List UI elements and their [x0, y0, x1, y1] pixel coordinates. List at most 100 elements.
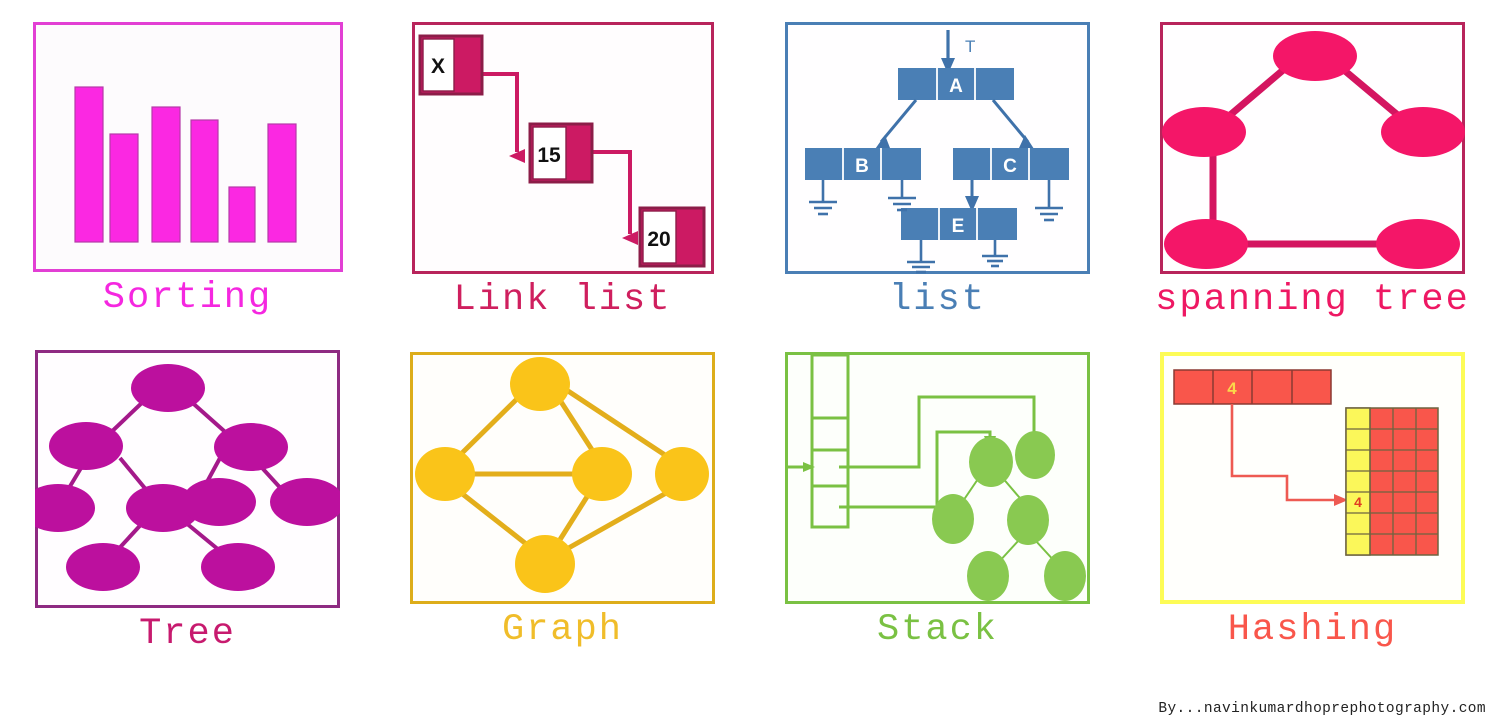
list-node-c: C [953, 148, 1069, 180]
spanning-tree-vertices [1162, 31, 1465, 269]
tree-node-l [49, 422, 123, 470]
edge-top-center [553, 392, 599, 458]
hash-input-array: 4 [1173, 369, 1332, 405]
graph-figure [410, 352, 715, 604]
vertex-left [1162, 107, 1246, 157]
list-node-a: A [898, 68, 1014, 100]
tree-node-r [214, 423, 288, 471]
edge-a-c-arrowhead [1019, 135, 1036, 152]
caption-spanning-tree: spanning tree [1155, 279, 1470, 321]
stack-tree-aux [1015, 431, 1055, 479]
tree-node-root [131, 364, 205, 412]
hash-map-connector [1230, 404, 1337, 502]
bar-6 [266, 123, 297, 243]
edge-a-b [879, 99, 918, 143]
hash-input-key: 4 [1227, 379, 1237, 398]
sorting-chart [32, 22, 343, 272]
link-edge-1 [480, 72, 519, 152]
sorting-figure [32, 22, 343, 272]
link-list-diagram: X 15 20 [411, 22, 714, 274]
link-edge-2 [591, 150, 632, 234]
panel-spanning-tree: spanning tree [1125, 0, 1500, 340]
edge-a-b-arrowhead [873, 135, 890, 152]
bar-1 [73, 86, 104, 243]
list-node-3: 20 [638, 206, 705, 268]
caption-hashing: Hashing [1227, 609, 1398, 651]
hash-bucket-value: 4 [1354, 494, 1362, 510]
edge-bottom-right [563, 489, 670, 553]
tree-node-ll [35, 484, 95, 532]
stack-tree-rl [967, 551, 1009, 601]
bar-5 [227, 186, 256, 243]
stack-link-lower [839, 430, 992, 509]
list-node-e: E [901, 208, 1017, 240]
ground-icon-1 [809, 180, 837, 216]
link-arrow-1 [508, 149, 525, 163]
edge-top-left [457, 392, 524, 458]
list-node-b: B [805, 148, 921, 180]
list-node-c-label: C [1003, 156, 1017, 177]
vertex-left [415, 447, 475, 501]
graph-diagram [410, 352, 715, 604]
vertex-top [510, 357, 570, 411]
vertex-right [655, 447, 709, 501]
ground-icon-4 [907, 240, 935, 274]
tree-nodes [35, 364, 340, 591]
panel-stack: Stack [750, 340, 1125, 680]
list-figure: T A [785, 22, 1090, 274]
hashing-diagram: 4 [1160, 352, 1465, 604]
edge-left-bottom [458, 490, 532, 549]
ground-icon-5 [982, 240, 1008, 268]
vertex-bottom-right [1376, 219, 1460, 269]
list-node-2-value: 15 [537, 144, 561, 167]
stack-tree-right [1007, 495, 1049, 545]
stack-pointer-arrowhead [803, 462, 815, 472]
vertex-bottom-left [1164, 219, 1248, 269]
caption-graph: Graph [501, 609, 624, 651]
list-node-2: 15 [528, 122, 593, 184]
edge-c-e-arrowhead [965, 196, 979, 212]
tree-node-rr [270, 478, 340, 526]
bar-series [73, 86, 297, 243]
spanning-tree-diagram [1160, 22, 1465, 274]
stack-tree-root [969, 437, 1013, 487]
ground-icon-2 [888, 180, 916, 212]
bar-3 [150, 106, 181, 243]
panel-hashing: 4 [1125, 340, 1500, 680]
bar-2 [108, 133, 139, 243]
stack-tree-left [932, 494, 974, 544]
spanning-tree-figure [1160, 22, 1465, 274]
panel-tree: Tree [0, 340, 375, 680]
list-diagram: T A [785, 22, 1090, 274]
bar-4 [189, 119, 219, 243]
graph-edges [457, 384, 670, 553]
tree-node-lrl [66, 543, 140, 591]
stack-diagram [785, 352, 1090, 604]
hashing-figure: 4 [1160, 352, 1465, 604]
tree-figure [35, 350, 340, 608]
list-node-1-value: X [430, 55, 444, 78]
tree-node-rl [182, 478, 256, 526]
edge-a-c [991, 99, 1030, 143]
vertex-right [1381, 107, 1465, 157]
panel-sorting: Sorting [0, 0, 375, 340]
list-node-b-label: B [855, 156, 869, 177]
link-arrow-2 [621, 231, 638, 245]
root-pointer-label: T [965, 37, 975, 56]
stack-figure [785, 352, 1090, 604]
graph-vertices [415, 357, 709, 593]
link-list-figure: X 15 20 [411, 22, 714, 274]
list-node-a-label: A [949, 76, 963, 97]
panel-link-list: X 15 20 Link list [375, 0, 750, 340]
list-node-3-value: 20 [647, 228, 670, 251]
hash-table: 4 [1345, 407, 1439, 556]
vertex-top [1273, 31, 1357, 81]
caption-link-list: Link list [453, 279, 672, 321]
list-node-e-label: E [952, 216, 965, 237]
vertex-bottom [515, 535, 575, 593]
panel-graph: Graph [375, 340, 750, 680]
hash-map-arrowhead [1334, 494, 1348, 506]
tree-node-lr [126, 484, 200, 532]
ground-icon-3 [1035, 180, 1063, 222]
edge-center-bottom [553, 490, 593, 548]
